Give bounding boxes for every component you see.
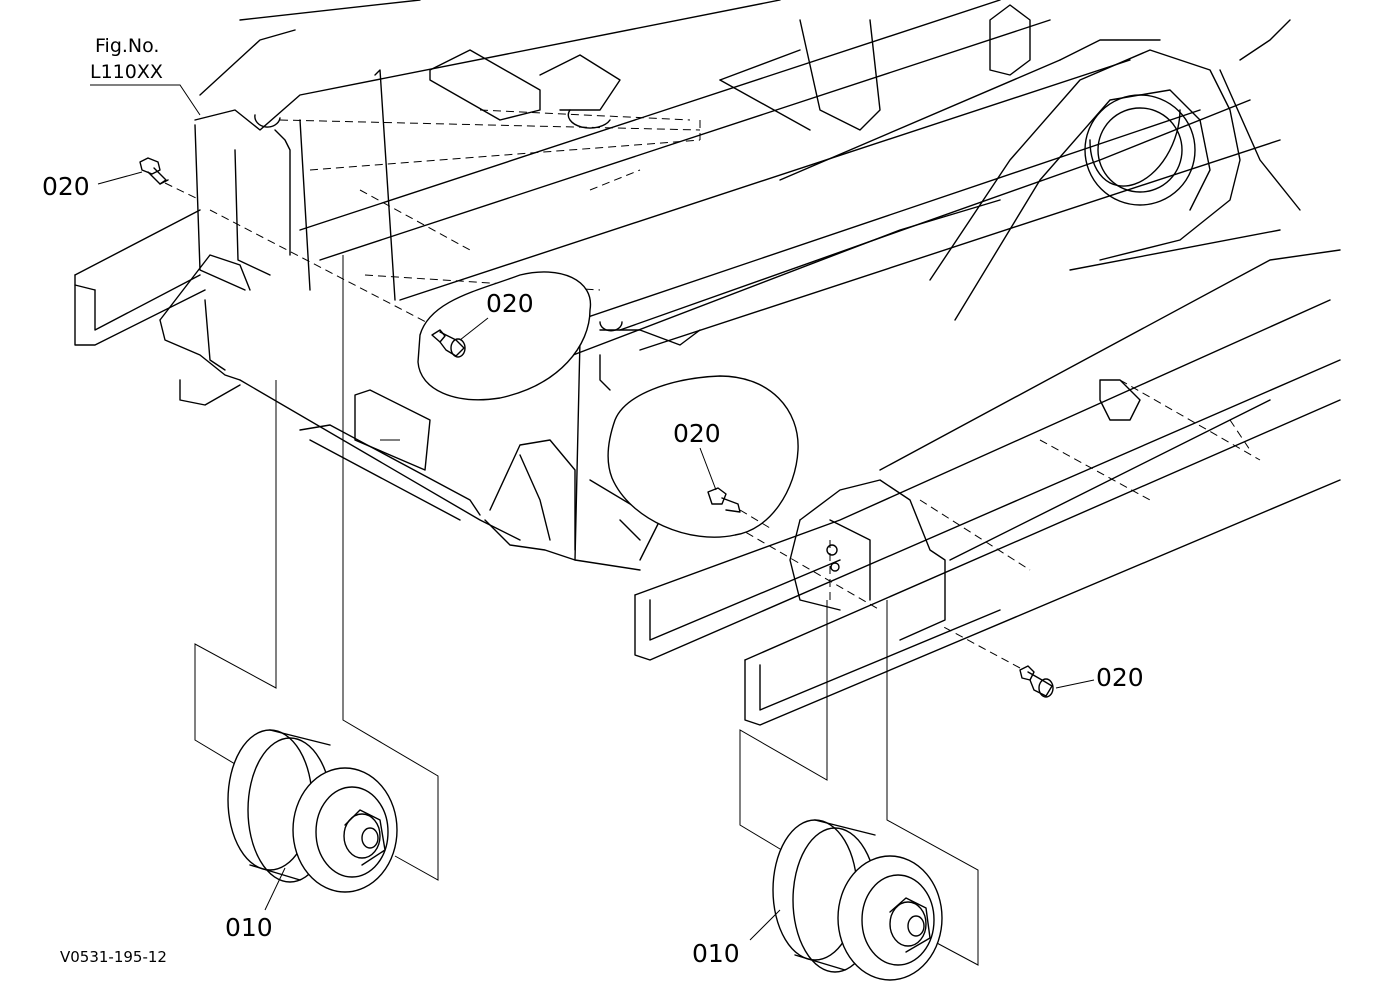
bolt-center	[431, 329, 466, 358]
figure-label: Fig.No.	[95, 35, 159, 57]
roller-leaders	[264, 867, 781, 941]
track-frame	[74, 0, 1341, 726]
bolt-leaders	[90, 84, 1095, 689]
bolt-top-left	[139, 157, 201, 201]
bolt-bottom-right	[939, 624, 1054, 698]
callout-bolt-left: 020	[42, 172, 90, 201]
drawing-code: V0531-195-12	[60, 948, 167, 966]
roller-projection-lines	[194, 255, 979, 966]
callout-bolt-mid: 020	[673, 419, 721, 448]
callout-roller-right: 010	[692, 939, 740, 968]
bolt-mid	[707, 487, 771, 529]
callout-bolt-center: 020	[486, 289, 534, 318]
track-roller-left	[227, 729, 398, 893]
figure-number: L110XX	[90, 61, 163, 83]
cutaway-views	[417, 271, 799, 538]
callout-bolt-right: 020	[1096, 663, 1144, 692]
callout-roller-left: 010	[225, 913, 273, 942]
track-roller-right	[772, 819, 943, 981]
